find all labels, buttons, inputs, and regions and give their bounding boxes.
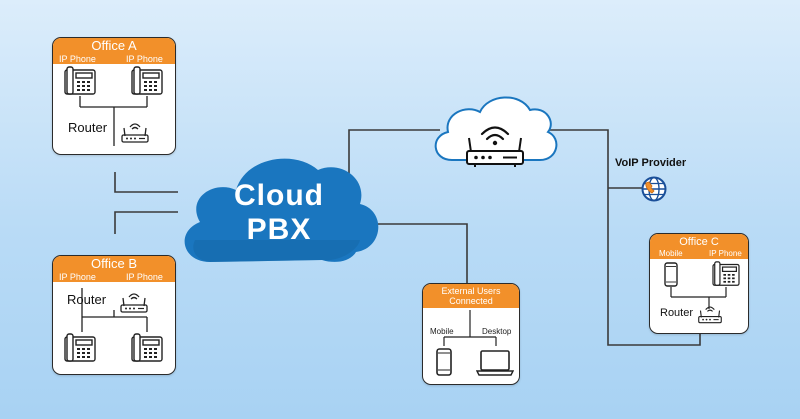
office-c-router-label: Router <box>660 307 694 319</box>
external-users-title-line2: Connected <box>449 296 493 306</box>
router-icon <box>120 118 150 146</box>
voip-provider-label: VoIP Provider <box>615 157 687 169</box>
ip-phone-icon <box>712 261 740 287</box>
office-b-phone-left-label: IP Phone <box>59 272 96 282</box>
mobile-icon <box>436 348 452 376</box>
office-a-router-label: Router <box>68 120 108 135</box>
office-b-subheader <box>53 271 175 282</box>
office-a-wiring <box>79 96 148 146</box>
office-c-phone-label: IP Phone <box>709 249 742 258</box>
office-c-title: Office C <box>650 234 748 250</box>
router-icon <box>119 288 149 316</box>
mobile-icon <box>664 262 678 287</box>
office-c-mobile-label: Mobile <box>659 249 683 258</box>
office-b-router-label: Router <box>67 292 107 307</box>
phone-globe-icon <box>641 176 667 202</box>
cloud-pbx-line2: PBX <box>246 213 312 246</box>
ip-phone-icon <box>64 333 96 363</box>
desktop-icon <box>475 350 515 376</box>
cloud-icon <box>184 158 379 262</box>
office-a-title: Office A <box>53 38 175 54</box>
office-a-subheader <box>53 53 175 64</box>
router-icon <box>697 301 723 327</box>
external-wiring <box>443 310 497 346</box>
office-b-title: Office B <box>53 256 175 272</box>
office-b-phone-right-label: IP Phone <box>126 272 163 282</box>
link-office-b <box>114 211 178 234</box>
link-office-a <box>114 172 178 193</box>
ip-phone-icon <box>131 333 163 363</box>
cloud-pbx-line1: Cloud <box>234 179 324 212</box>
link-internet <box>348 129 440 182</box>
internet-cloud-icon <box>434 96 558 161</box>
external-users-header: External Users Connected <box>423 284 519 308</box>
office-a-phone-left-label: IP Phone <box>59 54 96 64</box>
external-desktop-label: Desktop <box>482 327 512 336</box>
ip-phone-icon <box>131 66 163 96</box>
wifi-router-icon <box>463 116 527 168</box>
connection-lines <box>114 129 701 346</box>
link-external <box>378 223 468 283</box>
ip-phone-icon <box>64 66 96 96</box>
office-c-subheader <box>650 249 748 259</box>
office-a-phone-right-label: IP Phone <box>126 54 163 64</box>
link-office-c <box>545 129 701 346</box>
office-b-wiring <box>81 288 148 332</box>
external-mobile-label: Mobile <box>430 327 454 336</box>
external-users-title-line1: External Users <box>441 286 501 296</box>
